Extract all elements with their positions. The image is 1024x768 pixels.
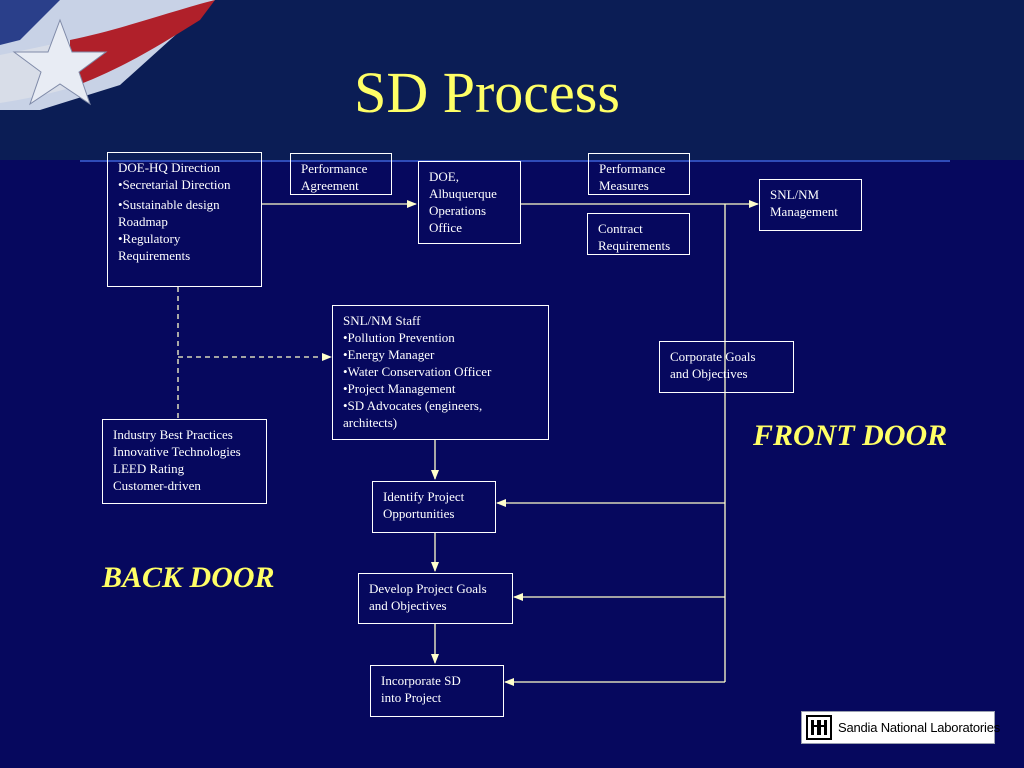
box-line: •Secretarial Direction	[118, 177, 231, 192]
box-line: •Sustainable design	[118, 197, 220, 212]
doe-albuquerque-box: DOE, Albuquerque Operations Office	[418, 161, 521, 244]
back-door-label: BACK DOOR	[102, 561, 275, 594]
doe-hq-direction-box: DOE-HQ Direction •Secretarial Direction …	[107, 152, 262, 287]
box-line: DOE,	[429, 169, 459, 184]
incorporate-sd-box: Incorporate SD into Project	[370, 665, 504, 717]
box-line: SNL/NM	[770, 187, 820, 202]
box-line: Contract	[598, 221, 643, 236]
box-line: •Regulatory	[118, 231, 181, 246]
box-line: Innovative Technologies	[113, 444, 241, 459]
box-line: Requirements	[118, 248, 191, 263]
box-line: Performance	[599, 161, 666, 176]
box-line: and Objectives	[369, 598, 447, 613]
contract-requirements-box: Contract Requirements	[587, 213, 690, 255]
snl-staff-box: SNL/NM Staff •Pollution Prevention •Ener…	[332, 305, 549, 440]
snl-management-box: SNL/NM Management	[759, 179, 862, 231]
thunderbird-icon	[806, 715, 832, 740]
box-line: Incorporate SD	[381, 673, 461, 688]
box-line: DOE-HQ Direction	[118, 160, 221, 175]
box-line: Corporate Goals	[670, 349, 756, 364]
performance-measures-box: Performance Measures	[588, 153, 690, 195]
performance-agreement-box: Performance Agreement	[290, 153, 392, 195]
box-line: Industry Best Practices	[113, 427, 233, 442]
box-line: •Energy Manager	[343, 347, 435, 362]
box-line: SNL/NM Staff	[343, 313, 421, 328]
identify-opportunities-box: Identify Project Opportunities	[372, 481, 496, 533]
sandia-logo: Sandia National Laboratories	[801, 711, 1000, 744]
box-line: into Project	[381, 690, 442, 705]
box-line: Measures	[599, 178, 649, 193]
flag-star-icon	[0, 0, 215, 110]
industry-best-practices-box: Industry Best Practices Innovative Techn…	[102, 419, 267, 504]
page-title: SD Process	[354, 60, 620, 125]
box-line: Albuquerque	[429, 186, 497, 201]
box-line: LEED Rating	[113, 461, 185, 476]
front-door-label: FRONT DOOR	[753, 419, 948, 452]
box-line: Agreement	[301, 178, 359, 193]
box-line: Office	[429, 220, 462, 235]
box-line: Requirements	[598, 238, 671, 253]
box-line: Develop Project Goals	[369, 581, 487, 596]
box-line: •Project Management	[343, 381, 456, 396]
box-line: •Water Conservation Officer	[343, 364, 492, 379]
box-line: Operations	[429, 203, 487, 218]
logo-text: Sandia National Laboratories	[838, 720, 1001, 735]
box-line: Roadmap	[118, 214, 168, 229]
develop-goals-box: Develop Project Goals and Objectives	[358, 573, 513, 624]
box-line: architects)	[343, 415, 398, 430]
box-line: Performance	[301, 161, 368, 176]
box-line: •SD Advocates (engineers,	[343, 398, 483, 413]
box-line: Management	[770, 204, 838, 219]
box-line: Customer-driven	[113, 478, 201, 493]
corporate-goals-box: Corporate Goals and Objectives	[659, 341, 794, 393]
box-line: Identify Project	[383, 489, 465, 504]
box-line: and Objectives	[670, 366, 748, 381]
box-line: •Pollution Prevention	[343, 330, 455, 345]
box-line: Opportunities	[383, 506, 455, 521]
